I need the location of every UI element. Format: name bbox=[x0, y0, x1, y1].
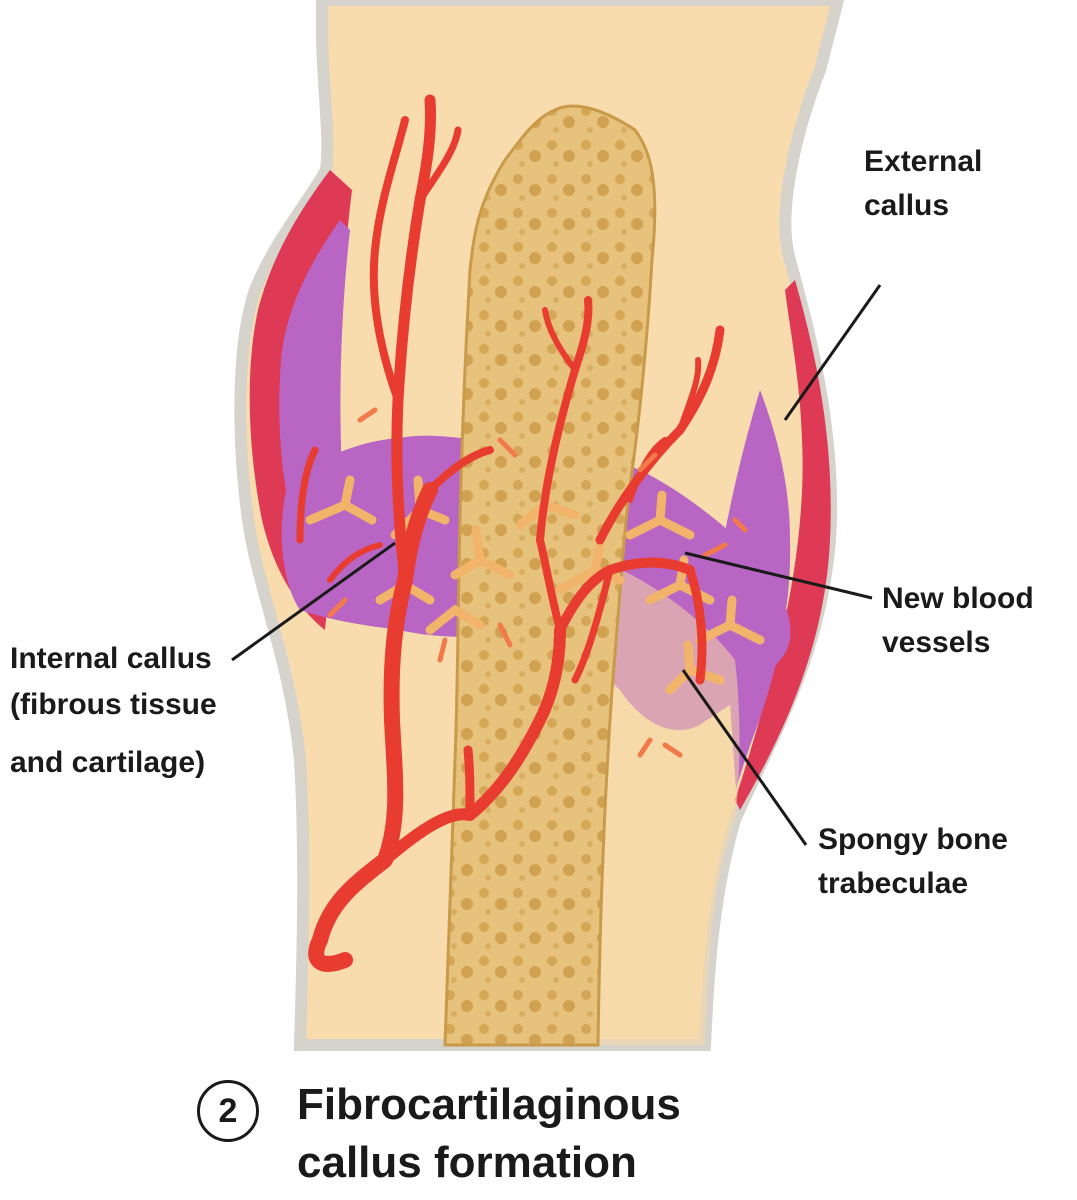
label-new-blood-vessels: New blood vessels bbox=[882, 577, 1077, 665]
figure-caption: 2 Fibrocartilaginous callus formation bbox=[197, 1076, 757, 1196]
label-external-callus: External callus bbox=[864, 140, 1044, 228]
label-new-blood-vessels-line2: vessels bbox=[882, 626, 991, 659]
label-internal-callus: Internal callus (fibrous tissue and cart… bbox=[10, 636, 300, 786]
external-callus-right bbox=[735, 280, 831, 810]
leader-lines bbox=[231, 284, 882, 846]
caption-title-line2: callus formation bbox=[297, 1138, 637, 1187]
label-spongy-bone-line2: trabeculae bbox=[818, 867, 969, 900]
spongy-bone-trabeculae bbox=[305, 475, 765, 695]
label-internal-callus-line2: (fibrous tissue bbox=[10, 688, 217, 721]
step-number-badge: 2 bbox=[197, 1080, 259, 1142]
caption-title: Fibrocartilaginous callus formation bbox=[297, 1076, 681, 1192]
new-blood-vessels bbox=[296, 94, 748, 972]
label-external-callus-line2: callus bbox=[864, 189, 950, 222]
caption-title-line1: Fibrocartilaginous bbox=[297, 1080, 681, 1129]
leader-external-callus bbox=[783, 284, 882, 421]
leader-new-blood-vessels bbox=[684, 551, 873, 600]
label-internal-callus-line3: and cartilage) bbox=[10, 746, 206, 779]
label-new-blood-vessels-line1: New blood bbox=[882, 582, 1034, 615]
label-spongy-bone-line1: Spongy bone bbox=[818, 823, 1008, 856]
label-spongy-bone-trabeculae: Spongy bone trabeculae bbox=[818, 818, 1073, 906]
leader-spongy-bone bbox=[681, 669, 808, 846]
label-external-callus-line1: External bbox=[864, 145, 983, 178]
leader-internal-callus bbox=[231, 541, 396, 662]
label-internal-callus-line1: Internal callus bbox=[10, 642, 212, 675]
